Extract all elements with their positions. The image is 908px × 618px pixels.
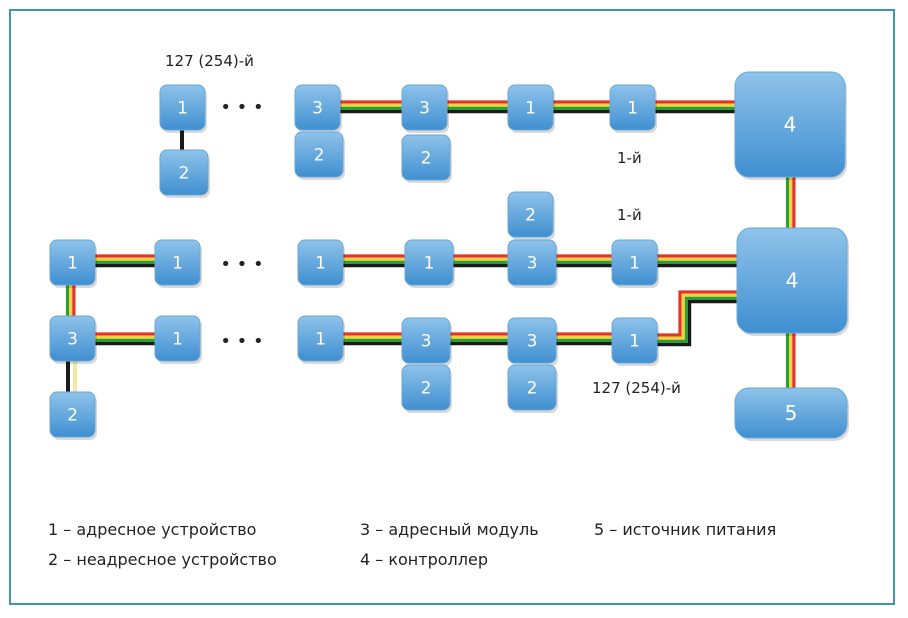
box-b-bot-2a: 2 [401,364,452,413]
box-number: 3 [67,330,78,350]
box-b-bot-2-left: 2 [49,391,97,440]
box-b-ctrl-mid: 4 [736,227,849,336]
box-b-mid-1-left: 1 [49,239,97,288]
box-b-top-2-far: 2 [159,149,210,198]
box-number: 1 [172,254,183,274]
box-number: 1 [67,254,78,274]
box-number: 3 [527,332,538,352]
box-b-bot-3a: 3 [401,317,452,366]
box-b-mid-1b: 1 [154,239,202,288]
ellipsis-mid: • • • [220,254,263,275]
box-number: 1 [177,99,188,119]
box-b-bot-1d: 1 [611,317,659,366]
legend-item-4: 4 – контроллер [360,550,488,569]
box-b-top-2a: 2 [294,131,345,180]
box-number: 2 [421,379,432,399]
box-number: 3 [421,332,432,352]
legend-item-5: 5 – источник питания [594,520,777,539]
box-number: 2 [314,146,325,166]
legend-item-2: 2 – неадресное устройство [48,550,277,569]
label-top-first: 1-й [617,149,642,167]
box-b-bot-3-left: 3 [49,315,97,364]
box-b-top-3b: 3 [401,84,449,133]
wire-left-link [65,285,76,318]
wire-bot-row [340,332,616,346]
box-b-bot-2b: 2 [507,364,558,413]
box-b-bot-3b: 3 [507,317,558,366]
box-b-top-1-far: 1 [159,84,207,133]
box-b-bot-1b: 1 [154,315,202,364]
label-bot-last: 127 (254)-й [592,379,681,397]
box-number: 4 [784,113,797,137]
wire-psu-link [785,333,796,390]
ellipsis-top: • • • [220,97,263,118]
box-b-ctrl-top: 4 [734,71,847,180]
box-b-mid-1d: 1 [404,239,455,288]
box-number: 5 [785,401,798,425]
box-number: 3 [312,99,323,119]
box-b-psu: 5 [734,387,849,441]
box-b-mid-2: 2 [507,191,555,240]
box-b-bot-1c: 1 [297,315,345,364]
box-number: 2 [525,206,536,226]
box-number: 1 [172,330,183,350]
box-b-mid-1e: 1 [611,239,659,288]
box-number: 2 [421,149,432,169]
box-b-top-1a: 1 [507,84,555,133]
box-number: 3 [527,254,538,274]
wire-controller-link [785,177,796,230]
box-number: 2 [67,406,78,426]
ellipsis-bot: • • • [220,331,263,352]
box-number: 1 [627,99,638,119]
legend-item-3: 3 – адресный модуль [360,520,539,539]
box-number: 1 [629,332,640,352]
wire-mid-left [95,254,160,268]
wire-bot-bend [655,290,740,347]
box-b-top-2b: 2 [401,134,452,183]
box-b-mid-3: 3 [507,239,558,288]
box-number: 1 [629,254,640,274]
label-mid-first: 1-й [617,206,642,224]
box-number: 1 [315,254,326,274]
box-number: 1 [525,99,536,119]
box-b-top-3a: 3 [294,84,342,133]
box-b-top-1b: 1 [609,84,657,133]
box-number: 4 [786,269,799,293]
label-top-last: 127 (254)-й [165,52,254,70]
box-number: 1 [424,254,435,274]
legend-item-1: 1 – адресное устройство [48,520,257,539]
box-number: 2 [179,164,190,184]
box-number: 2 [527,379,538,399]
box-number: 1 [315,330,326,350]
wire-bot-left [95,332,160,346]
box-number: 3 [419,99,430,119]
box-b-mid-1c: 1 [297,239,345,288]
